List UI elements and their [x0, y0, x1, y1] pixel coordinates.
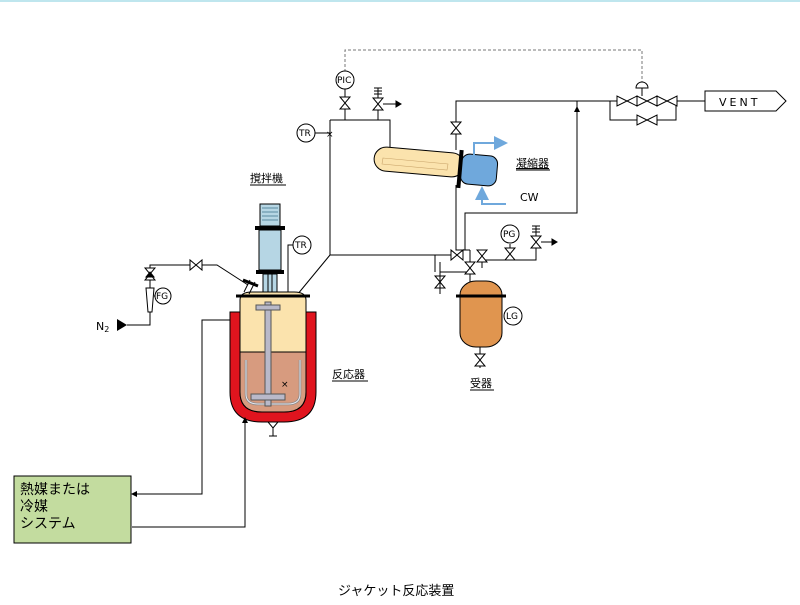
- cooling-water-lines: [473, 136, 508, 205]
- reactor-nozzle: [242, 278, 259, 295]
- vent-valves: [616, 95, 678, 126]
- relief-valve-receiver: [529, 225, 558, 249]
- n2-valves: [143, 258, 203, 281]
- agitator-motor: [255, 203, 285, 293]
- condenser-top-valve: [449, 121, 463, 135]
- pic-label: PIC: [337, 76, 351, 86]
- receiver-valves: [433, 247, 517, 289]
- n2-label: N2: [96, 320, 109, 334]
- diagram-caption: ジャケット反応装置: [338, 584, 454, 599]
- pic-signal-line: [344, 49, 643, 84]
- heat-system-line3: システム: [20, 516, 76, 532]
- cross-mark: ×: [326, 130, 334, 140]
- flow-gauge: FG: [145, 287, 172, 313]
- relief-valve-top: [371, 87, 402, 111]
- pic-instrument: PIC: [335, 70, 355, 116]
- cw-label: CW: [520, 191, 539, 204]
- lg-gauge: LG: [503, 306, 523, 326]
- receiver-vessel: [456, 280, 506, 368]
- tr-reactor-label: TR: [294, 241, 307, 251]
- flow-arrow: [574, 106, 580, 112]
- agitator-label: 撹拌機: [250, 171, 283, 185]
- reactor: ×: [229, 291, 317, 437]
- heat-system-line2: 冷媒: [20, 499, 48, 515]
- tr-instrument-top: TR: [296, 123, 330, 143]
- top-border: [0, 0, 800, 2]
- pg-label: PG: [503, 230, 515, 240]
- n2-inlet-triangle: [117, 319, 127, 331]
- tr-top-label: TR: [298, 129, 311, 139]
- heat-system-label: 熱媒または 冷媒 システム: [20, 482, 125, 533]
- reactor-upper: [239, 291, 307, 353]
- inner-cross-mark: ×: [281, 380, 289, 390]
- receiver-label: 受器: [470, 377, 492, 390]
- condenser: [373, 146, 499, 189]
- lg-label: LG: [506, 312, 518, 322]
- receiver-piping: [439, 244, 537, 285]
- control-valve-actuator: [635, 81, 649, 96]
- heat-system-line1: 熱媒または: [20, 482, 90, 498]
- heat-system-box: [13, 475, 132, 544]
- condenser-label: 凝縮器: [516, 156, 549, 170]
- tr-instrument-reactor: TR: [287, 235, 312, 292]
- vent-outlet: VENT: [704, 90, 787, 112]
- pg-gauge: PG: [500, 224, 520, 244]
- heat-medium-lines: [131, 319, 248, 528]
- vent-label: VENT: [719, 96, 760, 109]
- reactor-label: 反応器: [332, 367, 365, 381]
- fg-label: FG: [156, 292, 168, 302]
- reactor-vapor-line: [296, 119, 470, 296]
